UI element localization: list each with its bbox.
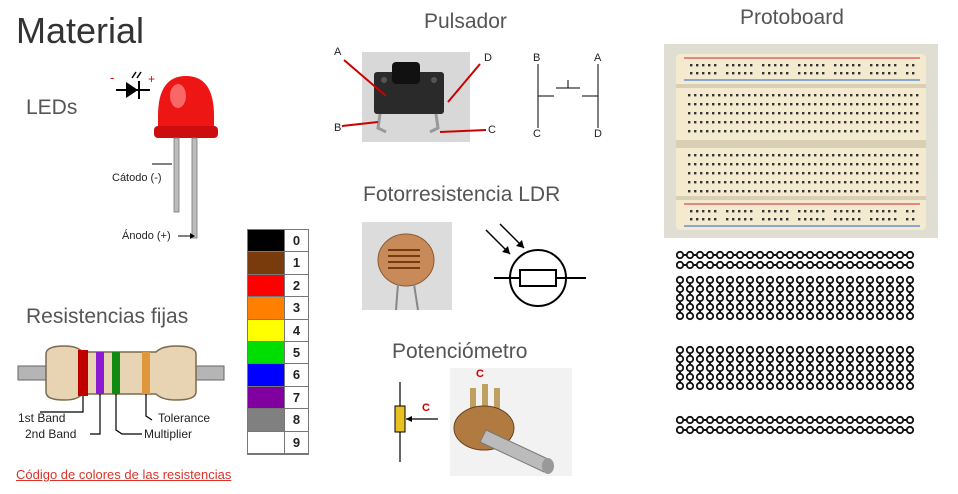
resistor-illustration: [17, 345, 225, 435]
pushbutton-illustration: [341, 52, 599, 142]
schematic-pin-c: C: [533, 128, 541, 140]
resistors-heading: Resistencias fijas: [26, 305, 189, 328]
band2-label: 2nd Band: [25, 427, 77, 441]
tolerance-label: Tolerance: [158, 411, 211, 425]
breadboard-photo: [664, 44, 938, 238]
ldr-figure: [362, 220, 602, 312]
resistor-figure: 1st Band 2nd Band Multiplier Tolerance: [16, 340, 226, 444]
schematic-pin-b: B: [533, 52, 541, 64]
color-code-link[interactable]: Código de colores de las resistencias: [16, 467, 232, 482]
color-digit: 1: [284, 252, 308, 275]
color-digit: 2: [284, 274, 308, 298]
breadboard-heading: Protoboard: [740, 6, 844, 29]
cathode-label: Cátodo (-): [112, 172, 162, 184]
breadboard-pattern: [675, 250, 924, 436]
ldr-heading: Fotorresistencia LDR: [363, 183, 561, 206]
pot-figure: C C: [382, 368, 572, 476]
color-swatch: [248, 319, 284, 342]
schematic-pin-a: A: [594, 52, 602, 64]
page-title: Material: [16, 10, 145, 51]
potentiometer-illustration: [394, 368, 572, 476]
color-swatch: [248, 274, 284, 298]
color-swatch: [248, 230, 284, 253]
color-swatch: [248, 364, 284, 387]
button-figure: A B D C B A C D: [330, 42, 610, 152]
color-digit: 9: [284, 431, 308, 454]
color-digit: 5: [284, 342, 308, 365]
color-digit: 4: [284, 319, 308, 342]
button-pin-c: C: [488, 124, 496, 136]
ldr-illustration: [362, 222, 586, 311]
button-pin-b: B: [334, 122, 342, 134]
button-heading: Pulsador: [424, 10, 507, 33]
color-swatch: [248, 297, 284, 320]
led-illustration: [116, 71, 218, 239]
led-minus-label: -: [110, 70, 115, 85]
color-swatch: [248, 252, 284, 275]
color-swatch: [248, 409, 284, 432]
color-swatch: [248, 431, 284, 454]
button-pin-d: D: [484, 52, 492, 64]
color-swatch: [248, 342, 284, 365]
button-pin-a: A: [334, 46, 342, 58]
color-swatch: [248, 386, 284, 410]
color-digit: 8: [284, 409, 308, 432]
pot-schematic-c: C: [422, 402, 430, 414]
leds-heading: LEDs: [26, 96, 78, 119]
pot-photo-c: C: [476, 368, 484, 380]
color-digit: 6: [284, 364, 308, 387]
breadboard-pattern-illustration: [675, 250, 915, 435]
led-plus-label: +: [148, 72, 156, 86]
color-digit: 3: [284, 297, 308, 320]
band1-label: 1st Band: [18, 411, 66, 425]
pot-heading: Potenciómetro: [392, 340, 528, 363]
led-figure: - + Cátodo (-) Ánodo (+): [106, 68, 236, 248]
schematic-pin-d: D: [594, 128, 602, 140]
breadboard-illustration: [676, 54, 926, 230]
multiplier-label: Multiplier: [144, 427, 193, 441]
color-digit: 0: [284, 230, 308, 253]
color-digit: 7: [284, 386, 308, 410]
anode-label: Ánodo (+): [122, 230, 171, 242]
